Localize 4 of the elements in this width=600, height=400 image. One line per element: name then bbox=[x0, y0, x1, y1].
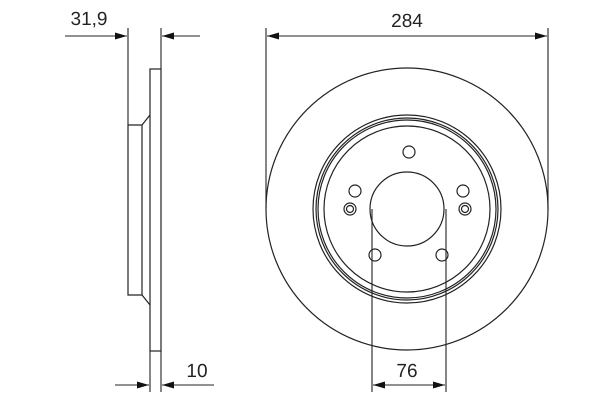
dimension-label: 10 bbox=[186, 362, 208, 382]
dimension-label: 284 bbox=[391, 12, 423, 32]
dimension-label: 76 bbox=[396, 362, 418, 382]
dimension-label: 31,9 bbox=[70, 10, 108, 30]
